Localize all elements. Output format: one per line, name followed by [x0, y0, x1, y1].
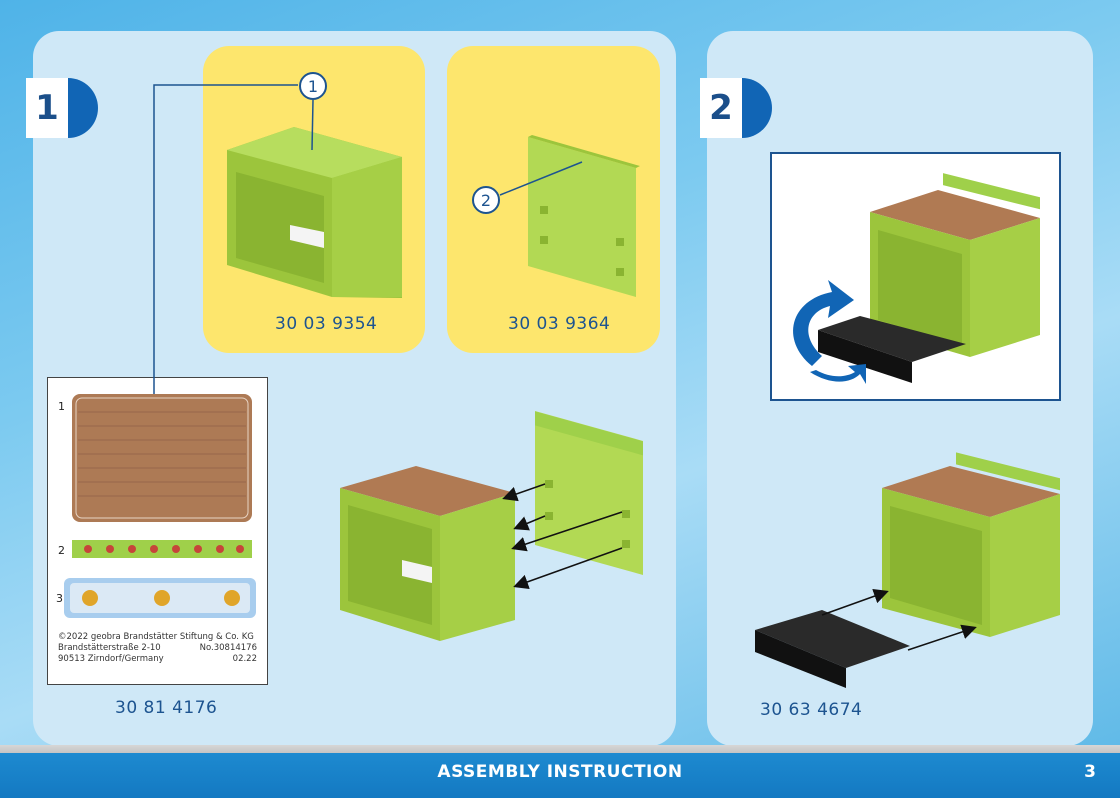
border-sticker — [72, 540, 252, 558]
tray-drawing — [755, 610, 910, 688]
part-number-tray: 30 63 4674 — [760, 700, 862, 720]
part-number-sticker: 30 81 4176 — [115, 698, 217, 718]
attach-panel-drawing — [535, 411, 643, 575]
part-panel-drawing — [528, 135, 640, 297]
callout-1: 1 — [299, 72, 327, 100]
page-number: 3 — [1084, 762, 1096, 782]
footer-title: ASSEMBLY INSTRUCTION — [0, 762, 1120, 782]
part-body-drawing — [227, 127, 402, 298]
wood-sticker — [72, 394, 252, 522]
part-number-body: 30 03 9354 — [275, 314, 377, 334]
callout-2: 2 — [472, 186, 500, 214]
assembled-body-drawing — [340, 466, 515, 641]
oven-drawing — [882, 452, 1060, 637]
part-number-panel: 30 03 9364 — [508, 314, 610, 334]
